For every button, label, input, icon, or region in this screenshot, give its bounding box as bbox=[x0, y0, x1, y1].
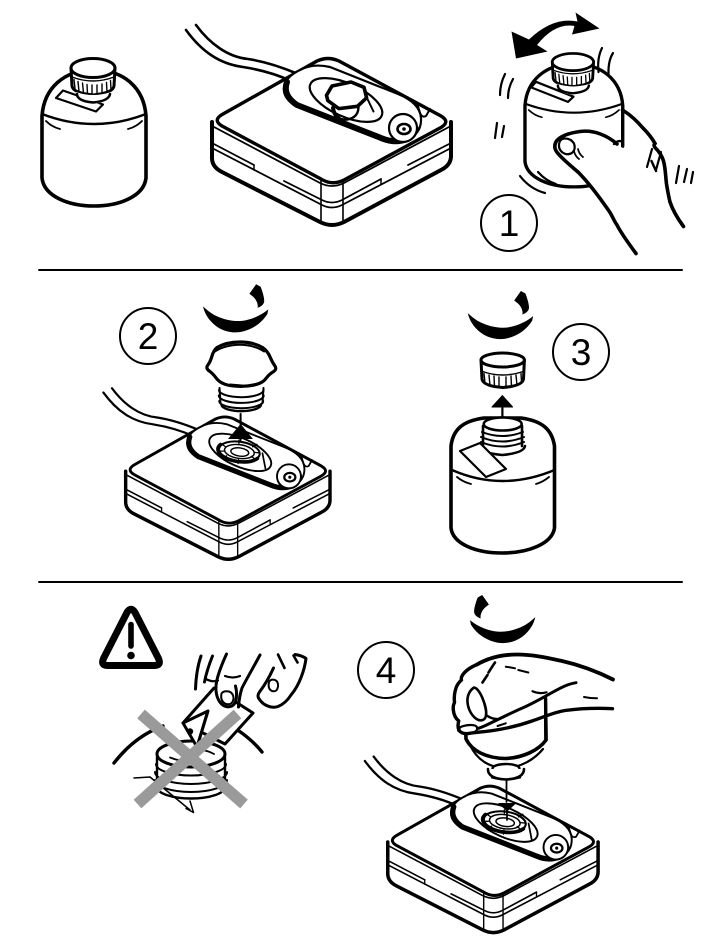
svg-text:3: 3 bbox=[571, 332, 592, 373]
svg-text:4: 4 bbox=[376, 650, 397, 691]
svg-text:2: 2 bbox=[138, 316, 159, 357]
svg-text:1: 1 bbox=[499, 203, 520, 244]
